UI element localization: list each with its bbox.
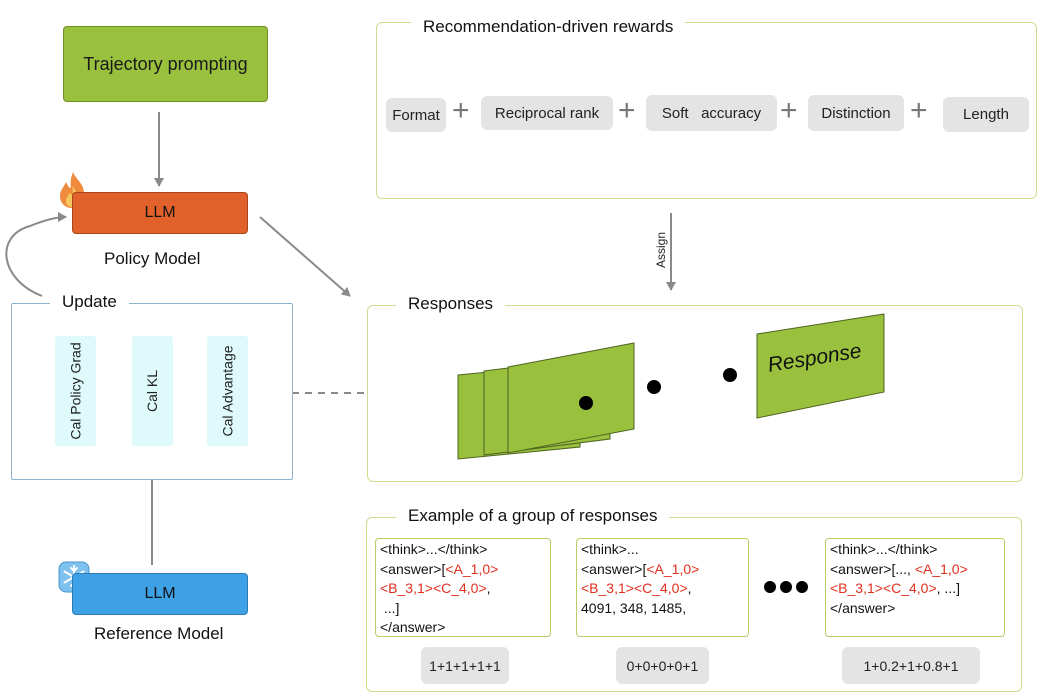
- example-token-highlight: <A_1,0>: [445, 560, 499, 577]
- reference-llm-label: LLM: [144, 585, 176, 602]
- example-text: <think>...</think>: [830, 541, 938, 557]
- assign-label: Assign: [654, 231, 668, 269]
- example-line: ...]: [380, 599, 546, 619]
- example-text: 4091, 348, 1485,: [581, 599, 687, 616]
- example-text: ,: [486, 580, 491, 596]
- example-line: 4091, 348, 1485,: [581, 599, 744, 619]
- arrow-policy-to-responses: [259, 216, 351, 297]
- example-response-card: <think>...</think><answer>[<A_1,0><B_3,1…: [375, 538, 551, 637]
- example-line: </answer>: [830, 599, 1000, 619]
- cal-advantage-box: Cal Advantage: [207, 336, 248, 446]
- reward-length-label: Length: [963, 106, 1009, 123]
- example-token-highlight: <A_1,0>: [646, 560, 700, 577]
- example-score: 1+1+1+1+1: [421, 647, 509, 684]
- ellipsis-dot: [723, 368, 737, 382]
- examples-title: Example of a group of responses: [396, 506, 670, 526]
- cal-advantage-label: Cal Advantage: [219, 345, 236, 437]
- policy-model-caption: Policy Model: [104, 249, 201, 268]
- reward-length: Length: [943, 97, 1029, 132]
- cal-kl-label: Cal KL: [144, 369, 161, 413]
- example-text: </answer>: [830, 599, 896, 616]
- example-line: <answer>[<A_1,0>: [581, 560, 744, 580]
- example-text: <think>...</think>: [380, 541, 488, 557]
- cal-kl-box: Cal KL: [132, 336, 173, 446]
- example-token-highlight: <B_3,1><C_4,0>: [830, 580, 937, 596]
- example-line: <answer>[<A_1,0>: [380, 560, 546, 580]
- cal-policy-grad-label: Cal Policy Grad: [67, 342, 84, 440]
- reward-reciprocal-rank: Reciprocal rank: [481, 96, 613, 130]
- example-text: <think>...: [581, 541, 639, 557]
- response-card: [756, 313, 885, 419]
- reference-model-caption: Reference Model: [94, 624, 224, 643]
- ellipsis-dot: [647, 380, 661, 394]
- example-line: <think>...</think>: [830, 540, 1000, 560]
- example-text: , ...]: [936, 580, 960, 596]
- example-token-highlight: <A_1,0>: [914, 560, 968, 577]
- rewards-title: Recommendation-driven rewards: [411, 17, 686, 37]
- plus-operator: +: [452, 94, 470, 127]
- cal-policy-grad-box: Cal Policy Grad: [55, 336, 96, 446]
- example-score: 1+0.2+1+0.8+1: [842, 647, 980, 684]
- policy-llm-box: LLM: [72, 192, 248, 234]
- example-token-highlight: <B_3,1><C_4,0>: [581, 580, 688, 596]
- example-text: ...]: [380, 599, 400, 616]
- reward-reciprocal-rank-label: Reciprocal rank: [494, 104, 600, 122]
- update-title: Update: [50, 292, 129, 312]
- trajectory-prompting-label: Trajectory prompting: [83, 53, 248, 74]
- example-line: </answer>: [380, 618, 546, 638]
- plus-operator: +: [780, 94, 798, 127]
- example-line: <answer>[..., <A_1,0>: [830, 560, 1000, 580]
- example-token-highlight: <B_3,1><C_4,0>: [380, 580, 487, 596]
- example-text: </answer>: [380, 619, 446, 635]
- reference-llm-box: LLM: [72, 573, 248, 615]
- example-text: <answer>[: [581, 560, 647, 577]
- example-text: <answer>[: [380, 560, 446, 577]
- policy-llm-label: LLM: [144, 204, 176, 221]
- reward-soft-accuracy: Soft accuracy: [646, 95, 777, 131]
- reward-distinction: Distinction: [808, 95, 904, 131]
- example-line: <B_3,1><C_4,0>, ...]: [830, 579, 1000, 599]
- example-ellipsis: [763, 579, 809, 600]
- response-card-dot: [579, 396, 593, 410]
- reward-format-label: Format: [392, 106, 440, 124]
- plus-operator: +: [910, 94, 928, 127]
- arrow-update-loop: [5, 212, 67, 297]
- example-score: 0+0+0+0+1: [616, 647, 709, 684]
- example-text: <answer>[...,: [830, 560, 915, 577]
- plus-operator: +: [618, 94, 636, 127]
- example-response-card: <think>...<answer>[<A_1,0><B_3,1><C_4,0>…: [576, 538, 749, 637]
- reward-soft-accuracy-label: Soft accuracy: [661, 104, 762, 122]
- example-text: ,: [687, 580, 692, 596]
- response-card-front: [507, 342, 635, 454]
- example-line: <B_3,1><C_4,0>,: [380, 579, 546, 599]
- responses-title: Responses: [396, 294, 506, 314]
- reward-distinction-label: Distinction: [821, 104, 891, 122]
- response-stack: [457, 342, 635, 460]
- ellipsis-icon: [764, 581, 808, 593]
- example-line: <B_3,1><C_4,0>,: [581, 579, 744, 599]
- example-line: <think>...</think>: [380, 540, 546, 560]
- example-response-card: <think>...</think><answer>[..., <A_1,0><…: [825, 538, 1005, 637]
- trajectory-prompting-box: Trajectory prompting: [63, 26, 268, 102]
- example-line: <think>...: [581, 540, 744, 560]
- reward-format: Format: [386, 98, 446, 132]
